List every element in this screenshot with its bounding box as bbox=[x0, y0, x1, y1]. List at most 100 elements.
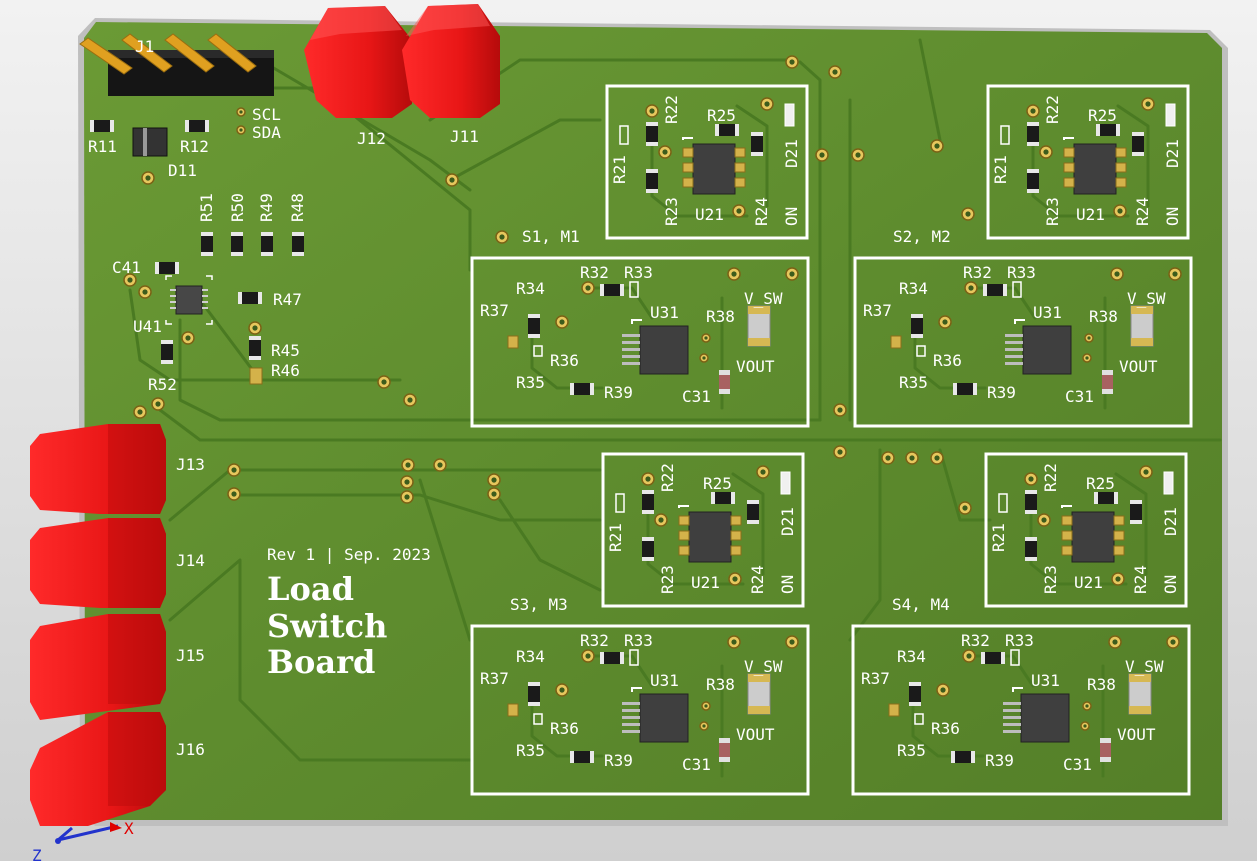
ch3-r32-label: R32 bbox=[580, 631, 609, 650]
ch2-r39-label: R39 bbox=[987, 383, 1016, 402]
ch2-r32-label: R32 bbox=[963, 263, 992, 282]
r47-label: R47 bbox=[273, 290, 302, 309]
ch2-vout-label: VOUT bbox=[1119, 357, 1158, 376]
ch3-r21-label: R21 bbox=[606, 523, 625, 552]
ch2-d21-label: D21 bbox=[1163, 139, 1182, 168]
ch4-u21-label: U21 bbox=[1074, 573, 1103, 592]
channel-3-id: S3, M3 bbox=[510, 595, 568, 614]
ch4-r37-label: R37 bbox=[861, 669, 890, 688]
ch2-vsw-label: V_SW bbox=[1127, 289, 1166, 308]
ch1-vout-label: VOUT bbox=[736, 357, 775, 376]
ch1-r21-label: R21 bbox=[610, 155, 629, 184]
u41-label: U41 bbox=[133, 317, 162, 336]
j12-label: J12 bbox=[357, 129, 386, 148]
controller-section bbox=[155, 232, 304, 385]
j13-label: J13 bbox=[176, 455, 205, 474]
revision-label: Rev 1 | Sep. 2023 bbox=[267, 545, 431, 564]
ch1-c31-label: C31 bbox=[682, 387, 711, 406]
ch2-r25-label: R25 bbox=[1088, 106, 1117, 125]
d11-diode[interactable] bbox=[132, 127, 168, 157]
jack-j12[interactable] bbox=[304, 6, 412, 118]
ch1-r39-label: R39 bbox=[604, 383, 633, 402]
ch1-r33-label: R33 bbox=[624, 263, 653, 282]
ch1-r35-label: R35 bbox=[516, 373, 545, 392]
channel-2-id: S2, M2 bbox=[893, 227, 951, 246]
ch2-r36-label: R36 bbox=[933, 351, 962, 370]
ch2-r22-label: R22 bbox=[1043, 95, 1062, 124]
ch1-r23-label: R23 bbox=[662, 197, 681, 226]
ch3-on-label: ON bbox=[778, 575, 797, 594]
ch3-r24-label: R24 bbox=[748, 565, 767, 594]
ch1-r25-label: R25 bbox=[707, 106, 736, 125]
ch3-r38-label: R38 bbox=[706, 675, 735, 694]
title-line-1: Load bbox=[267, 570, 354, 608]
ch3-r36-label: R36 bbox=[550, 719, 579, 738]
ch3-c31-label: C31 bbox=[682, 755, 711, 774]
title-line-2: Switch bbox=[267, 607, 387, 645]
scl-label: SCL bbox=[252, 105, 281, 124]
ch3-r34-label: R34 bbox=[516, 647, 545, 666]
jack-j16[interactable] bbox=[30, 712, 166, 826]
ch2-r34-label: R34 bbox=[899, 279, 928, 298]
ch4-r24-label: R24 bbox=[1131, 565, 1150, 594]
ch2-r24-label: R24 bbox=[1133, 197, 1152, 226]
ch1-r36-label: R36 bbox=[550, 351, 579, 370]
ch4-r36-label: R36 bbox=[931, 719, 960, 738]
jack-j15[interactable] bbox=[30, 614, 166, 720]
ch4-c31-label: C31 bbox=[1063, 755, 1092, 774]
ch4-r21-label: R21 bbox=[989, 523, 1008, 552]
jack-j11[interactable] bbox=[402, 4, 500, 118]
ch1-r37-label: R37 bbox=[480, 301, 509, 320]
ch4-r34-label: R34 bbox=[897, 647, 926, 666]
r48-label: R48 bbox=[288, 193, 307, 222]
jack-j14[interactable] bbox=[30, 518, 166, 608]
r51-label: R51 bbox=[197, 193, 216, 222]
ch4-vout-label: VOUT bbox=[1117, 725, 1156, 744]
ch2-r33-label: R33 bbox=[1007, 263, 1036, 282]
ch3-d21-label: D21 bbox=[778, 507, 797, 536]
j16-label: J16 bbox=[176, 740, 205, 759]
ch3-r35-label: R35 bbox=[516, 741, 545, 760]
ch3-u21-label: U21 bbox=[691, 573, 720, 592]
ch2-r35-label: R35 bbox=[899, 373, 928, 392]
ch2-r21-label: R21 bbox=[991, 155, 1010, 184]
ch1-on-label: ON bbox=[782, 207, 801, 226]
ch2-r37-label: R37 bbox=[863, 301, 892, 320]
ch4-r22-label: R22 bbox=[1041, 463, 1060, 492]
ch4-u31-label: U31 bbox=[1031, 671, 1060, 690]
ch4-r25-label: R25 bbox=[1086, 474, 1115, 493]
r50-label: R50 bbox=[228, 193, 247, 222]
ch4-vsw-label: V_SW bbox=[1125, 657, 1164, 676]
ch3-r39-label: R39 bbox=[604, 751, 633, 770]
ch1-r22-label: R22 bbox=[662, 95, 681, 124]
r12-label: R12 bbox=[180, 137, 209, 156]
ch4-d21-label: D21 bbox=[1161, 507, 1180, 536]
jack-j13[interactable] bbox=[30, 424, 166, 514]
ch1-r34-label: R34 bbox=[516, 279, 545, 298]
ch3-vout-label: VOUT bbox=[736, 725, 775, 744]
r11-label: R11 bbox=[88, 137, 117, 156]
ch1-r32-label: R32 bbox=[580, 263, 609, 282]
axis-z-label: Z bbox=[32, 846, 42, 861]
r52-label: R52 bbox=[148, 375, 177, 394]
ch2-r23-label: R23 bbox=[1043, 197, 1062, 226]
ch4-r35-label: R35 bbox=[897, 741, 926, 760]
ch3-r37-label: R37 bbox=[480, 669, 509, 688]
ch4-r23-label: R23 bbox=[1041, 565, 1060, 594]
ch4-r32-label: R32 bbox=[961, 631, 990, 650]
ch4-r33-label: R33 bbox=[1005, 631, 1034, 650]
j1-label: J1 bbox=[135, 37, 154, 56]
ch3-vsw-label: V_SW bbox=[744, 657, 783, 676]
ch4-on-label: ON bbox=[1161, 575, 1180, 594]
header-j1[interactable] bbox=[79, 33, 274, 96]
axis-indicator bbox=[55, 822, 122, 844]
ch3-r33-label: R33 bbox=[624, 631, 653, 650]
sda-label: SDA bbox=[252, 123, 281, 142]
ch2-on-label: ON bbox=[1163, 207, 1182, 226]
ch1-r38-label: R38 bbox=[706, 307, 735, 326]
ch1-r24-label: R24 bbox=[752, 197, 771, 226]
r45-label: R45 bbox=[271, 341, 300, 360]
